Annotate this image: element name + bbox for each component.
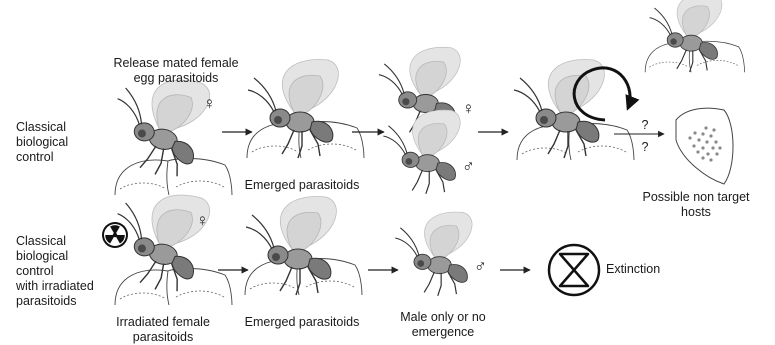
- nontarget-label: Possible non target hosts: [628, 190, 764, 220]
- adult-female-symbol: ♀: [462, 100, 475, 117]
- irradiated-label: Irradiated female parasitoids: [98, 315, 228, 345]
- question-bottom: ?: [638, 140, 652, 155]
- row2-title: Classical biological control with irradi…: [16, 234, 116, 309]
- row2-male-symbol: ♂: [474, 258, 487, 275]
- row1-host-scene: [514, 60, 634, 160]
- row2-emerged-label: Emerged parasitoids: [232, 315, 372, 330]
- row1-reinfest-scene: [645, 0, 744, 72]
- row1-emerged-label: Emerged parasitoids: [232, 178, 372, 193]
- row2-male-wasp: [395, 212, 472, 296]
- extinction-icon: [549, 245, 599, 295]
- question-top: ?: [638, 118, 652, 133]
- row1-adult-male: [383, 110, 460, 194]
- row2-emerged-scene: [245, 197, 362, 295]
- adult-male-symbol: ♂: [462, 158, 475, 175]
- female-symbol: ♀: [203, 95, 216, 112]
- extinction-label: Extinction: [606, 262, 706, 277]
- male-only-label: Male only or no emergence: [378, 310, 508, 340]
- row1-title: Classical biological control: [16, 120, 106, 165]
- release-label: Release mated female egg parasitoids: [96, 56, 256, 86]
- row1-release-scene: [106, 69, 232, 195]
- row2-irradiated-scene: [106, 184, 232, 305]
- row1-emerged-scene: [247, 60, 364, 158]
- nontarget-egg-mass-icon: [676, 108, 733, 184]
- row2-female-symbol: ♀: [196, 212, 209, 229]
